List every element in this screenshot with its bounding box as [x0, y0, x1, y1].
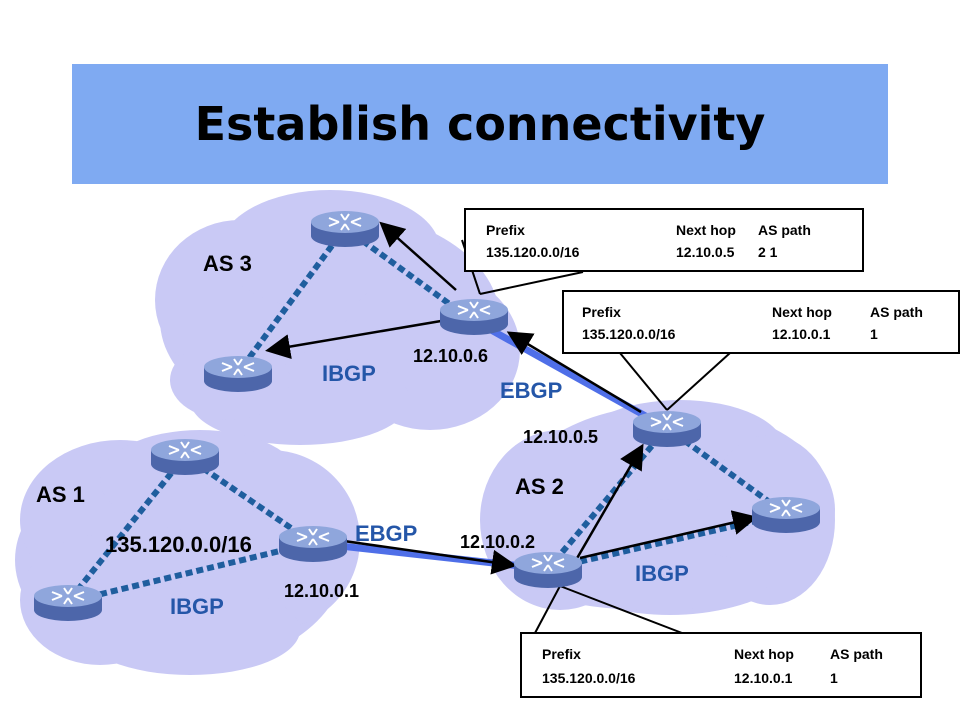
router-icon [33, 584, 103, 622]
table-header-as-path: AS path [758, 222, 811, 238]
table-cell-as-path: 2 1 [758, 244, 778, 260]
ebgp-label-bottom: EBGP [355, 521, 417, 546]
table-header-as-path: AS path [830, 646, 883, 662]
table-header-prefix: Prefix [582, 304, 621, 320]
ip-label-12-10-0-1: 12.10.0.1 [284, 581, 359, 601]
router-icon [150, 438, 220, 476]
as2-label: AS 2 [515, 474, 564, 499]
ibgp-label-as1: IBGP [170, 594, 224, 619]
table-cell-next-hop: 12.10.0.5 [676, 244, 735, 260]
as1-label: AS 1 [36, 482, 85, 507]
ip-label-12-10-0-6: 12.10.0.6 [413, 346, 488, 366]
routing-table-as2-top: Prefix Next hop AS path 135.120.0.0/16 1… [562, 290, 960, 354]
arrow-as2-ibgp-up [574, 443, 644, 561]
table-header-as-path: AS path [870, 304, 923, 320]
arrow-as2-ibgp-right [579, 510, 758, 560]
router-icon [278, 525, 348, 563]
routing-table-as2-bottom: Prefix Next hop AS path 135.120.0.0/16 1… [520, 632, 922, 698]
table-header-next-hop: Next hop [676, 222, 736, 238]
table-cell-prefix: 135.120.0.0/16 [582, 326, 676, 342]
table-cell-next-hop: 12.10.0.1 [772, 326, 831, 342]
table-cell-prefix: 135.120.0.0/16 [542, 670, 636, 686]
table-header-next-hop: Next hop [734, 646, 794, 662]
router-icon [203, 355, 273, 393]
router-icon [513, 551, 583, 589]
ip-label-12-10-0-2: 12.10.0.2 [460, 532, 535, 552]
route-arrows [265, 221, 758, 575]
page-title: Establish connectivity [194, 97, 766, 151]
arrow-as2-to-as3 [506, 331, 642, 414]
router-icon [632, 410, 702, 448]
as3-cloud [155, 190, 520, 445]
table-cell-next-hop: 12.10.0.1 [734, 670, 793, 686]
as3-label: AS 3 [203, 251, 252, 276]
prefix-label: 135.120.0.0/16 [105, 532, 252, 557]
arrow-as3-ibgp-left [265, 319, 442, 359]
table-cell-prefix: 135.120.0.0/16 [486, 244, 580, 260]
ibgp-label-as3: IBGP [322, 361, 376, 386]
table-header-prefix: Prefix [486, 222, 525, 238]
arrow-as1-to-as2 [322, 536, 517, 575]
title-bar: Establish connectivity [72, 64, 888, 184]
ip-label-12-10-0-5: 12.10.0.5 [523, 427, 598, 447]
table-header-next-hop: Next hop [772, 304, 832, 320]
router-icon [310, 210, 380, 248]
table-header-prefix: Prefix [542, 646, 581, 662]
table-cell-as-path: 1 [870, 326, 878, 342]
ebgp-label-top: EBGP [500, 378, 562, 403]
routing-table-as3: Prefix Next hop AS path 135.120.0.0/16 1… [464, 208, 864, 272]
router-icon [439, 298, 509, 336]
table-cell-as-path: 1 [830, 670, 838, 686]
arrow-as3-ibgp-up [379, 221, 457, 291]
ibgp-label-as2: IBGP [635, 561, 689, 586]
router-icon [751, 496, 821, 534]
